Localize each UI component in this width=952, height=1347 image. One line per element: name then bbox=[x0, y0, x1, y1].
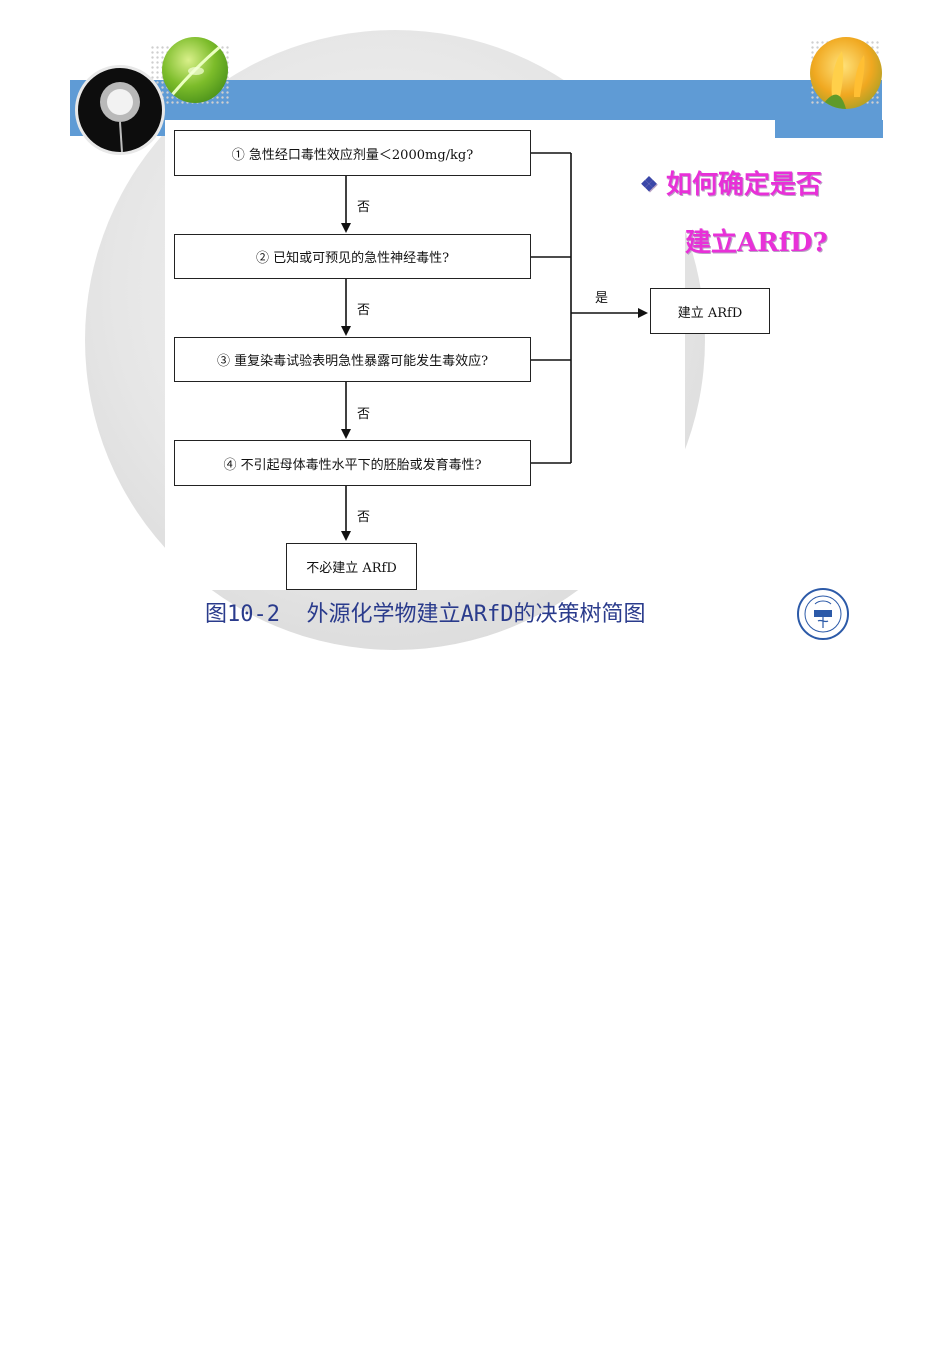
decision-box-2: ② 已知或可预见的急性神经毒性? bbox=[174, 234, 531, 279]
question-line-2: 建立ARfD? bbox=[685, 228, 828, 258]
no-label-3: 否 bbox=[357, 407, 371, 422]
decision-box-3: ③ 重复染毒试验表明急性暴露可能发生毒效应? bbox=[174, 337, 531, 382]
yes-label: 是 bbox=[595, 291, 609, 306]
no-label-4: 否 bbox=[357, 510, 371, 525]
decision-box-4: ④ 不引起母体毒性水平下的胚胎或发育毒性? bbox=[174, 440, 531, 486]
header-notch bbox=[775, 120, 883, 138]
outcome-box-not-needed: 不必建立 ARfD bbox=[286, 543, 417, 590]
university-seal-logo bbox=[797, 588, 849, 640]
figure-caption: 图10-2 外源化学物建立ARfD的决策树简图 bbox=[205, 602, 646, 627]
decision-box-1: ① 急性经口毒性效应剂量＜2000mg/kg? bbox=[174, 130, 531, 176]
dandelion-ornament bbox=[75, 65, 165, 155]
question-text: ❖ 如何确定是否 建立ARfD? bbox=[640, 155, 880, 272]
diamond-bullet-icon: ❖ bbox=[640, 172, 658, 196]
no-label-1: 否 bbox=[357, 200, 371, 215]
outcome-box-establish: 建立 ARfD bbox=[650, 288, 770, 334]
flowchart-connectors bbox=[341, 152, 648, 541]
yes-branch-lines bbox=[531, 152, 572, 464]
slide: ① 急性经口毒性效应剂量＜2000mg/kg? ② 已知或可预见的急性神经毒性?… bbox=[0, 0, 952, 660]
question-line-1: 如何确定是否 bbox=[665, 170, 822, 200]
no-label-2: 否 bbox=[357, 303, 371, 318]
leaf-ornament bbox=[162, 37, 228, 103]
